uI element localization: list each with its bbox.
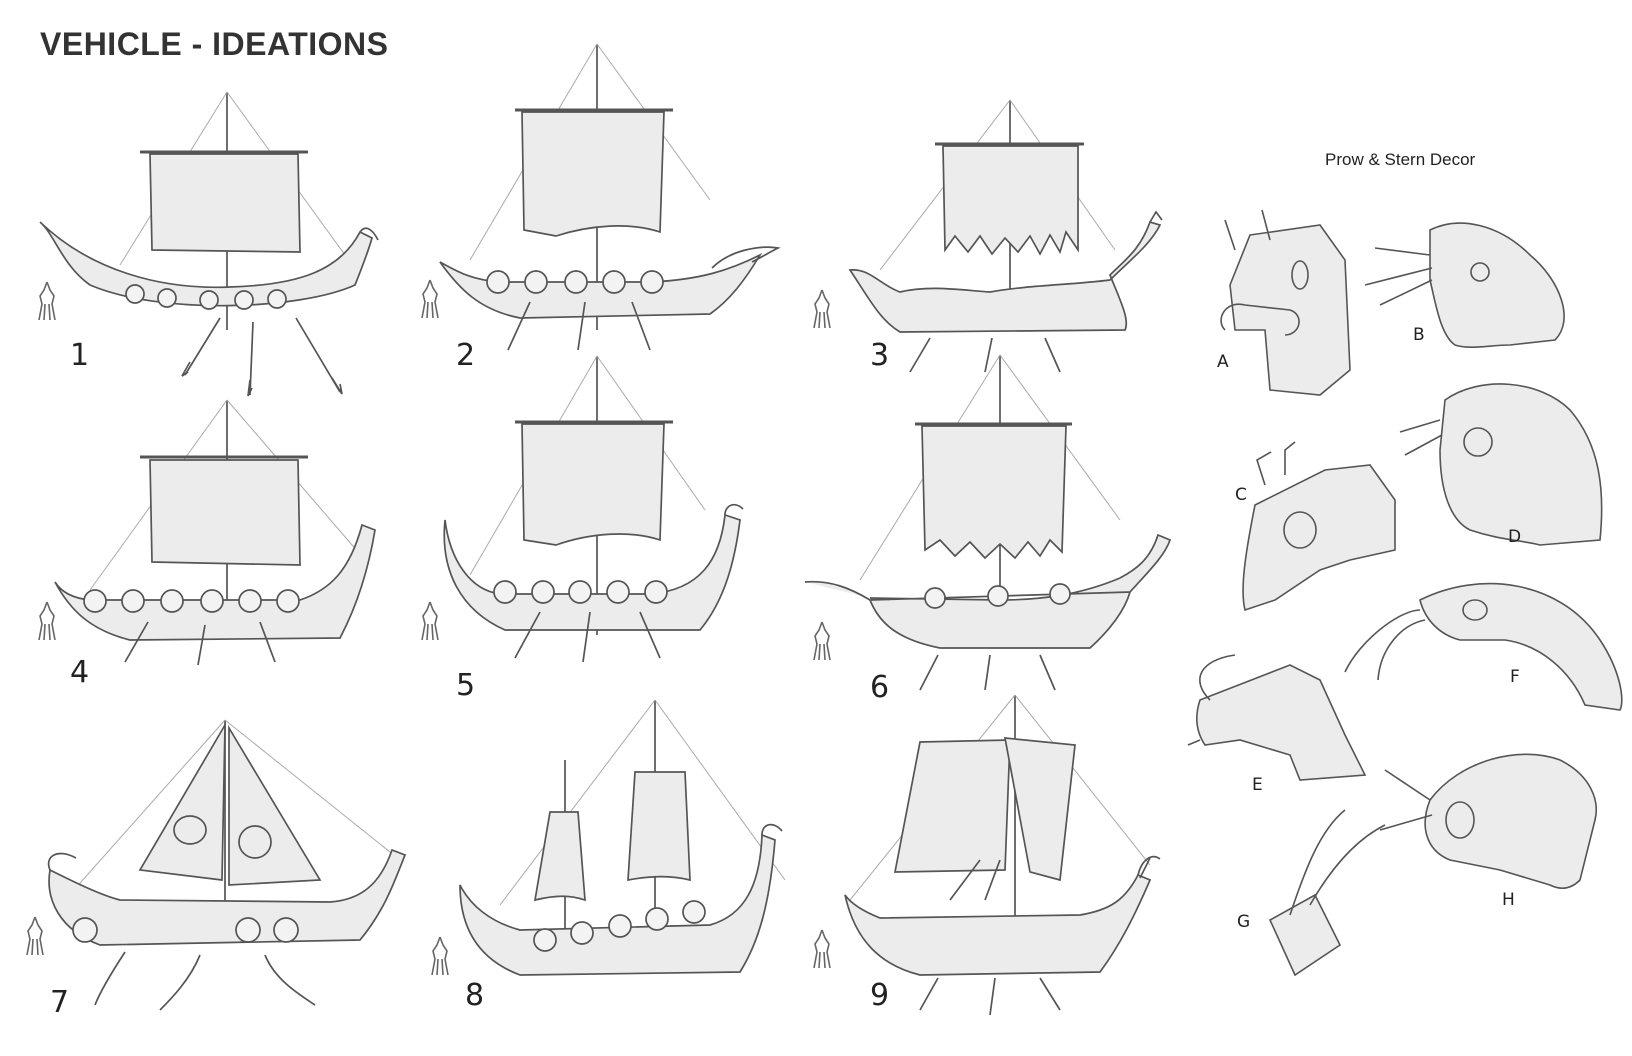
decor-sketch-c [1242,441,1396,612]
ship-sketch-4 [54,399,376,666]
decor-label-c: C [1235,485,1247,505]
ship-sketch-9 [844,694,1161,1016]
ship-sketch-3 [848,99,1163,373]
decor-label-h: H [1502,890,1515,910]
decor-label-a: A [1217,352,1229,372]
decor-sketch-g [1268,809,1386,977]
ship-sketch-5 [443,355,744,663]
page-title: VEHICLE - IDEATIONS [40,26,389,62]
ship-sketch-8 [459,699,786,976]
ship-label-6: 6 [870,670,890,705]
ship-sketch-2 [439,43,781,351]
ship-label-5: 5 [456,668,476,703]
ship-label-9: 9 [870,978,890,1013]
decor-label-f: F [1510,667,1520,687]
ship-sketch-6 [804,354,1172,691]
decor-label-d: D [1508,527,1522,547]
decor-label-e: E [1252,775,1263,795]
decor-sketch-b [1364,222,1565,348]
decor-section-title: Prow & Stern Decor [1325,150,1476,169]
decor-sketch-a [1220,209,1351,396]
decor-sketch-e [1187,654,1367,781]
ship-label-1: 1 [70,338,90,373]
decor-sketch-d [1399,383,1603,546]
decor-sketch-h [1379,753,1597,890]
ship-sketch-7 [47,719,407,1011]
decor-sketch-f [1344,582,1623,711]
decor-label-g: G [1237,912,1251,932]
ship-label-4: 4 [70,655,90,690]
ship-label-2: 2 [456,338,476,373]
ship-label-8: 8 [465,978,485,1013]
ship-label-3: 3 [870,338,890,373]
ship-label-7: 7 [50,985,70,1020]
decor-label-b: B [1413,325,1425,345]
ship-sketch-1 [39,91,379,397]
